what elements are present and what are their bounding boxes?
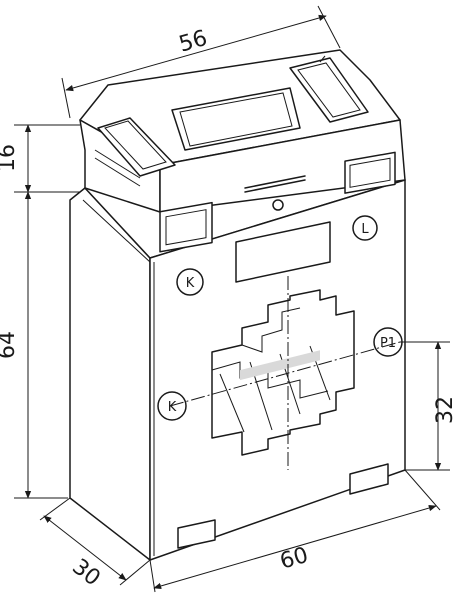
dim-depth: 30: [67, 554, 104, 591]
k-upper-label: K: [186, 276, 195, 291]
front-features: [169, 221, 401, 549]
dim-terminal-height: 16: [0, 144, 20, 172]
dim-body-height: 64: [0, 331, 20, 359]
dim-window-center: 32: [433, 396, 458, 424]
p1-label: P1: [380, 336, 396, 351]
k-upper-circle: [176, 268, 204, 296]
dim-width-bottom: 60: [277, 543, 311, 575]
k-lower-label: K: [168, 400, 177, 415]
dim-width-top: 56: [176, 26, 210, 58]
terminal-markings: K L P1 K: [157, 215, 403, 421]
l-upper-label: L: [361, 222, 369, 237]
k-lower-circle: [157, 391, 187, 421]
l-upper-circle: [352, 215, 378, 241]
